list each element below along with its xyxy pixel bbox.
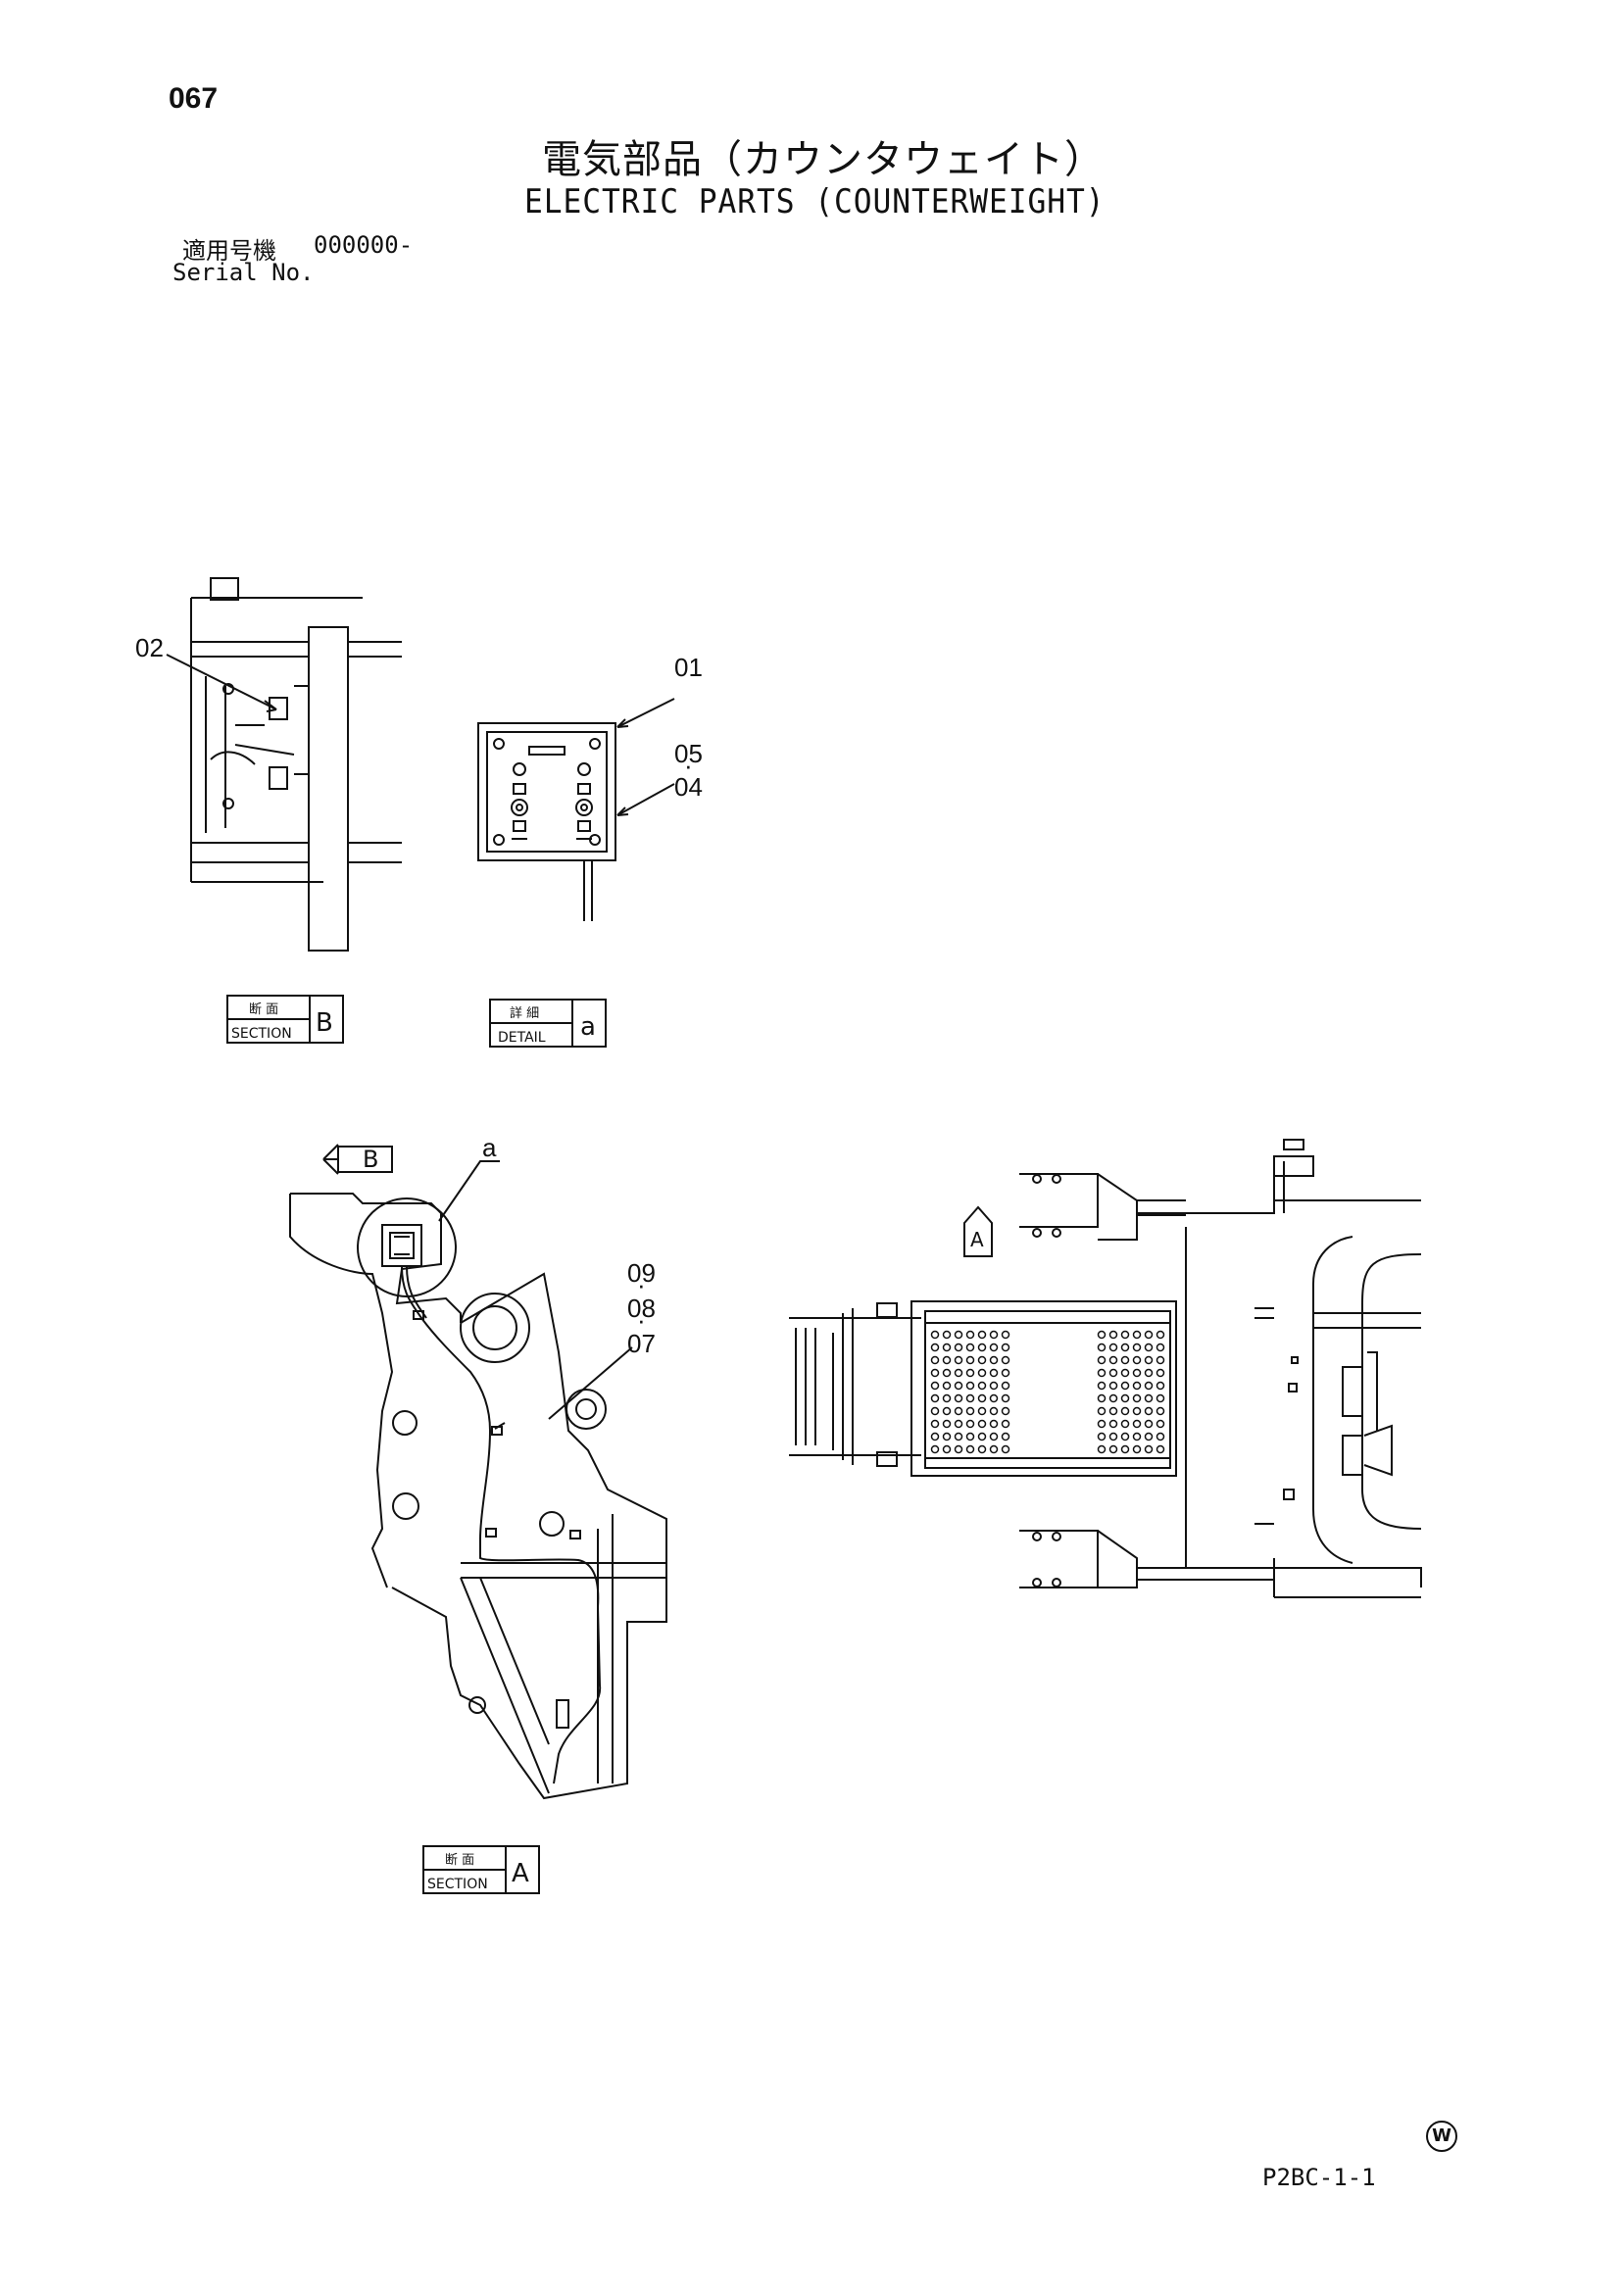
control-box-nameplate — [528, 746, 566, 756]
detail-a-letter: a — [580, 1012, 596, 1042]
arm-upper — [1019, 1173, 1099, 1228]
arrow-b-letter: B — [363, 1146, 378, 1173]
callout-08: 08 — [627, 1294, 656, 1323]
section-b-jp: 断 面 — [249, 1002, 278, 1017]
callout-dot-1: · — [684, 751, 693, 780]
serial-label-japanese: 適用号機 — [182, 237, 276, 265]
callout-01: 01 — [674, 653, 703, 682]
step-platform — [910, 1300, 1177, 1477]
callout-04: 04 — [674, 772, 703, 802]
leader-07-09 — [548, 1346, 633, 1420]
leader-detail-a — [438, 1160, 500, 1222]
control-box-body — [477, 722, 616, 861]
frame-top — [1137, 1199, 1421, 1214]
w-mark-icon: W — [1426, 2121, 1457, 2152]
callout-02: 02 — [135, 633, 164, 662]
leader-04-05 — [616, 783, 675, 816]
frame-hole-pin — [566, 1389, 607, 1430]
arm-lower — [1019, 1530, 1099, 1588]
section-b-cap — [210, 577, 239, 601]
title-english: ELECTRIC PARTS (COUNTERWEIGHT) — [524, 182, 1106, 221]
switch-knob — [511, 799, 528, 816]
counterweight-section-view — [289, 1144, 667, 1800]
control-box-side — [381, 1224, 422, 1267]
page-number: 067 — [169, 82, 219, 115]
section-b-letter: B — [316, 1008, 333, 1038]
callout-09: 09 — [627, 1258, 656, 1288]
arrow-section-b — [323, 1146, 393, 1173]
step-ladder — [789, 1317, 921, 1456]
section-b-column — [308, 626, 349, 952]
frame-rib — [461, 1562, 666, 1579]
detail-a-view — [477, 698, 675, 921]
callout-dot-3: · — [637, 1305, 646, 1335]
indicator-lamp — [513, 783, 526, 795]
section-a-en: SECTION — [427, 1877, 488, 1892]
platform-perforation — [930, 1330, 1165, 1454]
section-b-view — [166, 577, 402, 952]
section-b-bracket-upper — [269, 697, 288, 720]
counterweight-top-view — [789, 1139, 1422, 1598]
frame-hole-large — [460, 1293, 530, 1363]
section-b-en: SECTION — [231, 1026, 292, 1042]
arrow-a-letter: A — [970, 1228, 984, 1251]
callout-dot-2: · — [637, 1270, 646, 1299]
machinery-housing — [1312, 1236, 1353, 1564]
detail-marker-a: a — [482, 1133, 497, 1162]
section-a-letter: A — [512, 1859, 529, 1888]
detail-a-en: DETAIL — [498, 1030, 546, 1046]
machinery-unit — [1342, 1366, 1363, 1417]
section-b-bracket-lower — [269, 766, 288, 790]
wire-harness — [401, 1265, 602, 1784]
harness-clip — [413, 1310, 424, 1320]
section-a-jp: 断 面 — [445, 1853, 474, 1868]
frame-outline-top — [290, 1193, 462, 1323]
title-japanese: 電気部品（カウンタウェイト） — [542, 137, 1105, 182]
arrow-section-a — [963, 1205, 993, 1257]
leader-01 — [616, 698, 675, 728]
callout-07: 07 — [627, 1329, 656, 1358]
serial-value: 000000- — [314, 231, 414, 259]
leader-02 — [166, 654, 277, 710]
drawing-code: P2BC-1-1 — [1262, 2164, 1376, 2191]
control-box-cable — [583, 860, 593, 921]
detail-a-jp: 詳 細 — [510, 1005, 539, 1021]
serial-label-english: Serial No. — [172, 259, 315, 286]
callout-05: 05 — [674, 739, 703, 768]
frame-hole-small — [392, 1492, 419, 1520]
